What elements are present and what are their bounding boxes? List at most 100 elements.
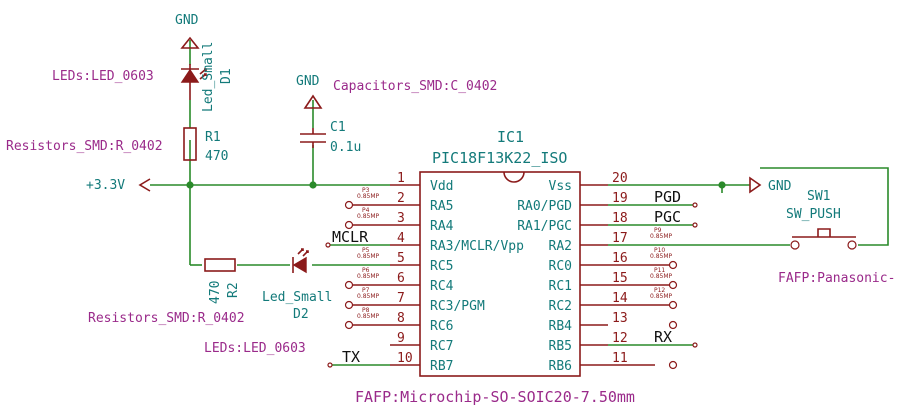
ic-value: PIC18F13K22_ISO	[432, 149, 567, 167]
gnd-label: GND	[175, 13, 199, 28]
ic-pin-number: 7	[397, 291, 405, 306]
ic-pin-number: 12	[612, 331, 628, 346]
ic-pin-name: Vdd	[430, 179, 453, 194]
net-labels: MCLR TX PGD PGC RX	[325, 188, 698, 368]
testpoint-circle	[344, 320, 354, 330]
testpoint-ref: P4	[362, 207, 370, 214]
ic-pin-name: RA5	[430, 199, 453, 214]
power-3v3-symbol: +3.3V	[86, 178, 151, 193]
testpoint-circle	[344, 220, 354, 230]
testpoint-value: 0.85MP	[357, 293, 380, 300]
ic-pin-number: 18	[612, 211, 628, 226]
led-d1: Led_Small D1 LEDs:LED_0603	[52, 42, 234, 112]
net-label-pgc: PGC	[654, 208, 681, 226]
ic-pin-name: RC0	[549, 259, 572, 274]
c1-value: 0.1u	[330, 140, 361, 155]
led-d2: Led_Small D2 LEDs:LED_0603	[204, 248, 332, 356]
d2-value: Led_Small	[262, 290, 332, 305]
ic-pin-name: Vss	[549, 179, 572, 194]
testpoint-value: 0.85MP	[357, 213, 380, 220]
testpoint-ref: P7	[362, 287, 370, 294]
testpoint-value: 0.85MP	[650, 273, 673, 280]
ic-pin-number: 9	[397, 331, 405, 346]
testpoint-ref: P5	[362, 247, 370, 254]
ic-pin-number: 2	[397, 191, 405, 206]
testpoint-value: 0.85MP	[650, 293, 673, 300]
ic-pin-number: 20	[612, 171, 628, 186]
ic-pin-name: RB5	[549, 339, 572, 354]
ic-pin-number: 13	[612, 311, 628, 326]
ic-pin-number: 17	[612, 231, 628, 246]
capacitor-c1: C1 0.1u Capacitors_SMD:C_0402	[300, 79, 497, 155]
ic-pin-name: RC2	[549, 299, 572, 314]
testpoint-ref: P8	[362, 307, 370, 314]
ic-pin-name: RC6	[430, 319, 453, 334]
label-connector	[692, 202, 698, 208]
junctions	[186, 181, 726, 189]
d1-footprint: LEDs:LED_0603	[52, 69, 154, 84]
ic-footprint: FAFP:Microchip-SO-SOIC20-7.50mm	[355, 388, 635, 406]
r1-value: 470	[205, 149, 228, 164]
testpoint-circle	[344, 280, 354, 290]
label-connector	[325, 242, 331, 248]
ic-pin-name: RC7	[430, 339, 453, 354]
testpoint-circle	[668, 300, 678, 310]
ic-pin-number: 3	[397, 211, 405, 226]
ic-pin-number: 8	[397, 311, 405, 326]
ic-right-pins: 20Vss19RA0/PGD18RA1/PGC17RA216RC015RC114…	[517, 171, 628, 374]
ic-pin-name: RA3/MCLR/Vpp	[430, 239, 524, 254]
gnd-symbol-cap: GND	[296, 74, 323, 109]
gnd-label: GND	[296, 74, 320, 89]
ic-pin-name: RC3/PGM	[430, 299, 485, 314]
testpoint-circle	[344, 300, 354, 310]
ic-pin-number: 1	[397, 171, 405, 186]
testpoint-ref: P10	[654, 247, 665, 254]
r1-footprint: Resistors_SMD:R_0402	[6, 139, 163, 154]
ic-pin-number: 19	[612, 191, 628, 206]
ic-pin-number: 6	[397, 271, 405, 286]
c1-footprint: Capacitors_SMD:C_0402	[333, 79, 497, 94]
testpoint-ref: P6	[362, 267, 370, 274]
resistor-r1: R1 470 Resistors_SMD:R_0402	[6, 127, 228, 164]
junction-dot	[186, 181, 194, 189]
ic-pin-number: 14	[612, 291, 628, 306]
net-label-tx: TX	[342, 348, 360, 366]
resistor-r2: 470 R2 Resistors_SMD:R_0402	[88, 258, 245, 326]
ic-pin-name: RB4	[549, 319, 573, 334]
r2-footprint: Resistors_SMD:R_0402	[88, 311, 245, 326]
r1-ref: R1	[205, 130, 221, 145]
net-label-pgd: PGD	[654, 188, 681, 206]
ic-pin-name: RC4	[430, 279, 454, 294]
net-label-mclr: MCLR	[332, 228, 369, 246]
testpoint-circle	[668, 280, 678, 290]
gnd-label: GND	[768, 179, 792, 194]
ic-pin-number: 4	[397, 231, 405, 246]
d1-value: Led_Small	[201, 42, 216, 112]
ic-pic18f13k22: IC1 PIC18F13K22_ISO FAFP:Microchip-SO-SO…	[355, 128, 635, 406]
ic-pin-name: RC5	[430, 259, 453, 274]
ic-pin-name: RA4	[430, 219, 454, 234]
testpoint-value: 0.85MP	[357, 193, 380, 200]
testpoint-ref: P3	[362, 187, 370, 194]
ic-pin-name: RA1/PGC	[517, 219, 572, 234]
ic-pin-number: 5	[397, 251, 405, 266]
testpoint-value: 0.85MP	[650, 233, 673, 240]
testpoint-ref: P9	[654, 227, 662, 234]
d2-footprint: LEDs:LED_0603	[204, 341, 306, 356]
ic-pin-name: RC1	[549, 279, 572, 294]
junction-dot	[309, 181, 317, 189]
label-connector	[692, 222, 698, 228]
testpoint-circle	[344, 200, 354, 210]
ic-pin-name: RB6	[549, 359, 572, 374]
testpoint-value: 0.85MP	[357, 253, 380, 260]
ic-pin-name: RA2	[549, 239, 572, 254]
ic-pin-number: 15	[612, 271, 628, 286]
testpoint-circle	[668, 360, 678, 370]
ic-pin-name: RB7	[430, 359, 453, 374]
switch-sw1: SW1 SW_PUSH FAFP:Panasonic-	[778, 189, 895, 286]
c1-ref: C1	[330, 120, 346, 135]
